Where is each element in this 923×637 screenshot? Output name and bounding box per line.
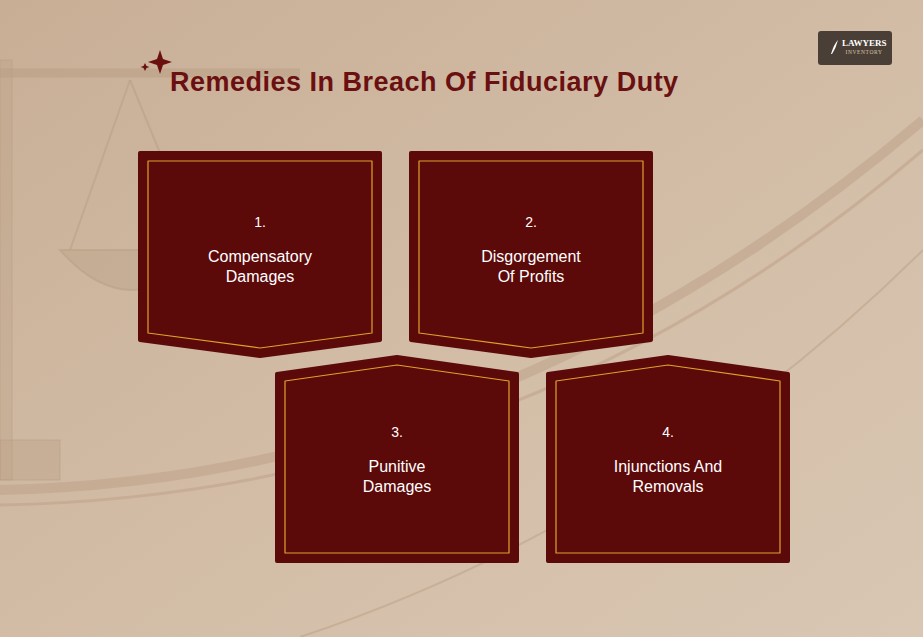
box-inner-border: [556, 365, 780, 553]
callout-number: 2.: [525, 213, 537, 231]
remedy-label: Punitive Damages: [340, 457, 455, 497]
logo-box: [818, 31, 892, 65]
box-inner-border: [285, 365, 509, 553]
logo-text: LAWYERS: [842, 38, 886, 49]
callout-number: 3.: [391, 423, 403, 441]
box-fill: [277, 357, 517, 561]
box-inner-border: [419, 161, 643, 348]
diagram-title: Remedies In Breach Of Fiduciary Duty: [170, 66, 679, 98]
sparkle: [141, 63, 150, 71]
remedy-box: 3. Punitive Damages: [277, 357, 517, 561]
box-fill: [411, 153, 651, 356]
remedy-box: 1. Compensatory Damages: [140, 153, 380, 357]
box-content: 1. Compensatory Damages: [140, 213, 380, 287]
box-content: 3. Punitive Damages: [277, 423, 517, 497]
sweep-curves: [0, 120, 923, 637]
remedy-label: Compensatory Damages: [203, 247, 318, 287]
logo-text: INVENTORY: [842, 49, 886, 57]
callout-number: 1.: [254, 213, 266, 231]
logo-quill: [831, 40, 838, 54]
box-content: 2. Disgorgement Of Profits: [411, 213, 651, 287]
box-content: 4. Injunctions And Removals: [548, 423, 788, 497]
remedy-box: 4. Injunctions And Removals: [548, 357, 788, 561]
remedy-label: Disgorgement Of Profits: [474, 247, 589, 287]
remedy-box: 2. Disgorgement Of Profits: [411, 153, 651, 357]
box-fill: [140, 153, 380, 356]
box-inner-border: [148, 161, 372, 348]
callout-number: 4.: [662, 423, 674, 441]
box-fill: [548, 357, 788, 561]
sparkle: [148, 50, 172, 74]
remedy-label: Injunctions And Removals: [611, 457, 726, 497]
